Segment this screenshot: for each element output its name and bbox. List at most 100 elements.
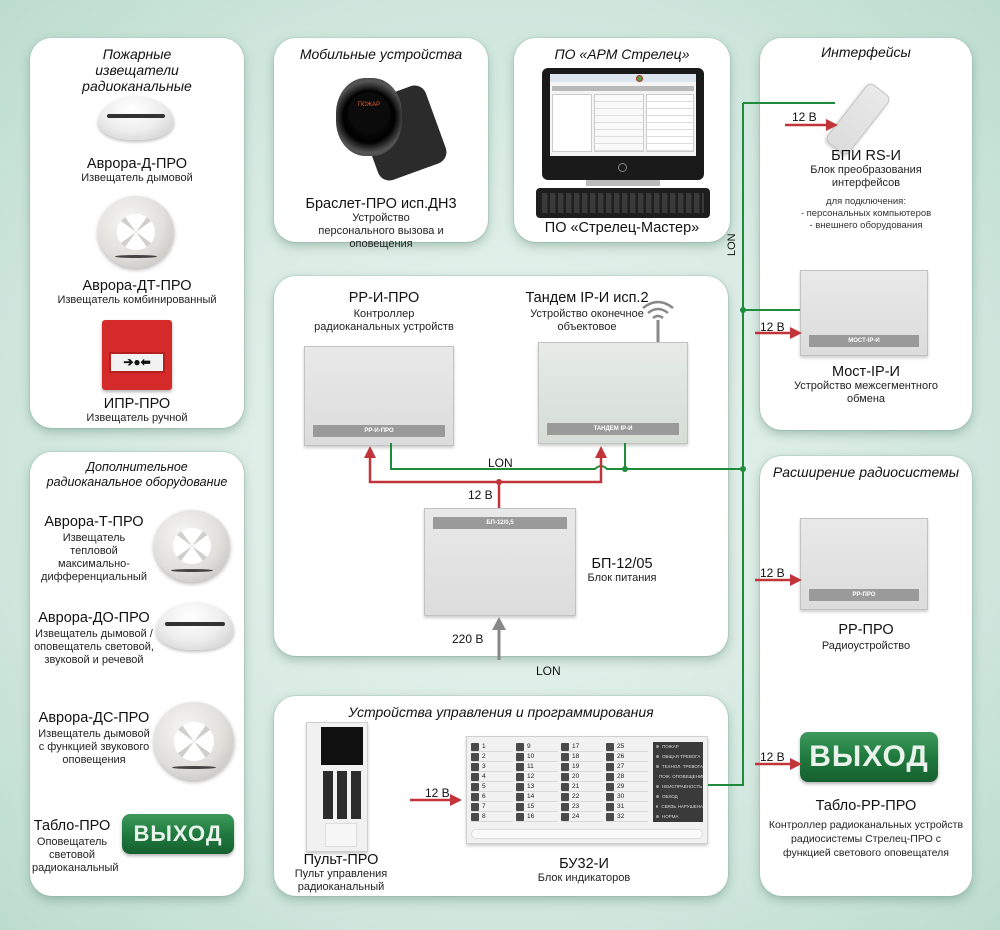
- device-name: Браслет-ПРО исп.ДН3: [305, 196, 457, 212]
- note-item: - персональных компьютеров: [800, 208, 932, 219]
- indicator-channel: 22: [561, 792, 603, 802]
- indicator-channel: 3: [471, 762, 513, 772]
- led-icon: [516, 772, 524, 781]
- indicator-channel: 5: [471, 782, 513, 792]
- led-icon: [471, 792, 479, 801]
- device-name: Мост-IP-И: [832, 364, 900, 380]
- tandem-ip-device-image: ТАНДЕМ IP-И: [538, 342, 688, 444]
- channel-number: 11: [527, 762, 534, 770]
- device-desc: Контроллер радиоканальных устройств: [314, 308, 454, 333]
- indicator-channel: 11: [516, 762, 558, 772]
- led-icon: [471, 782, 479, 791]
- voltage-label: 220 В: [452, 632, 484, 646]
- panel-title: Пожарные извещатели радиоканальные: [82, 46, 192, 94]
- panel-fire-detectors: Пожарные извещатели радиоканальные Аврор…: [30, 38, 244, 428]
- device-desc: Извещатель дымовой с функцией звукового …: [38, 728, 150, 766]
- channel-number: 24: [572, 812, 580, 820]
- device-name: БПИ RS-И: [831, 148, 901, 164]
- smoke-siren-detector-image: [154, 702, 234, 780]
- device-name: Пульт-ПРО: [303, 852, 379, 868]
- indicator-channel: 13: [516, 782, 558, 792]
- led-icon: [471, 802, 479, 811]
- channel-number: 2: [482, 752, 486, 760]
- channel-number: 32: [617, 812, 625, 820]
- most-ip-device-image: МОСТ-IP-И: [800, 270, 928, 356]
- panel-title: ПО «АРМ Стрелец»: [554, 46, 690, 62]
- device-name: Аврора-Т-ПРО: [44, 514, 144, 530]
- indicator-block-base: [471, 829, 703, 839]
- indicator-channel: 20: [561, 772, 603, 782]
- indicator-channel: 24: [561, 812, 603, 822]
- indicator-channel: 28: [606, 772, 648, 782]
- led-icon: [606, 752, 614, 761]
- power-supply-device-image: БП-12/0,5: [424, 508, 576, 616]
- rr-i-pro-device-image: РР-И-ПРО: [304, 346, 454, 446]
- device-desc: Извещатель комбинированный: [57, 294, 217, 306]
- indicator-channel: 1: [471, 742, 513, 752]
- led-icon: [471, 772, 479, 781]
- device-name: Аврора-ДО-ПРО: [38, 610, 150, 626]
- voltage-label: 12 В: [425, 786, 450, 800]
- note-item: - внешнего оборудования: [809, 220, 923, 231]
- channel-number: 21: [572, 782, 580, 790]
- indicator-channel: 23: [561, 802, 603, 812]
- status-indicator: НЕИСПРАВНОСТЬ: [653, 782, 703, 792]
- status-indicator: ОБЩАЯ ТРЕВОГА: [653, 752, 703, 762]
- led-icon: [561, 762, 569, 771]
- device-desc: Устройство межсегментного обмена: [793, 380, 939, 405]
- channel-number: 13: [527, 782, 535, 790]
- arrows-icon: ➔●⬅: [109, 351, 165, 373]
- exit-sign-text: ВЫХОД: [133, 821, 223, 846]
- panel-title: Расширение радиосистемы: [772, 464, 960, 480]
- device-name: БП-12/05: [591, 556, 653, 572]
- software-name: ПО «Стрелец-Мастер»: [544, 220, 700, 236]
- led-icon: [471, 762, 479, 771]
- channel-number: 3: [482, 762, 486, 770]
- led-icon: [516, 812, 524, 821]
- keyboard-image: [536, 188, 710, 218]
- device-desc: Извещатель дымовой /оповещатель световой…: [34, 628, 154, 666]
- software-screen: [550, 74, 696, 156]
- indicator-channel: 29: [606, 782, 648, 792]
- device-desc: Блок индикаторов: [537, 872, 631, 884]
- led-icon: [561, 792, 569, 801]
- panel-title: Интерфейсы: [821, 44, 911, 60]
- device-desc: Извещатель дымовой: [81, 172, 193, 184]
- channel-number: 14: [527, 792, 535, 800]
- led-icon: [471, 812, 479, 821]
- led-icon: [561, 752, 569, 761]
- exit-sign-text: ВЫХОД: [809, 740, 929, 773]
- channel-number: 8: [482, 812, 486, 820]
- indicator-channel: 18: [561, 752, 603, 762]
- lon-label: LON: [488, 456, 513, 470]
- status-indicator: НОРМА: [653, 812, 703, 822]
- monitor-image: [542, 68, 704, 180]
- channel-number: 7: [482, 802, 486, 810]
- channel-number: 12: [527, 772, 535, 780]
- keypad-device-image: [306, 722, 368, 852]
- panel-radio-expansion: Расширение радиосистемы РР-ПРО РР-ПРО Ра…: [760, 456, 972, 896]
- device-desc: Извещатель ручной: [86, 412, 188, 424]
- panel-additional-equipment: Дополнительное радиоканальное оборудован…: [30, 452, 244, 896]
- led-icon: [561, 742, 569, 751]
- channel-number: 30: [617, 792, 625, 800]
- led-icon: [561, 772, 569, 781]
- panel-title: Устройства управления и программирования: [348, 704, 654, 720]
- manual-call-point-image: ➔●⬅: [102, 320, 172, 390]
- channel-number: 22: [572, 792, 580, 800]
- indicator-channel: 6: [471, 792, 513, 802]
- led-icon: [561, 802, 569, 811]
- led-icon: [516, 782, 524, 791]
- channel-number: 15: [527, 802, 535, 810]
- device-desc: Извещатель тепловой максимально-дифферен…: [41, 532, 147, 583]
- device-desc: Оповещатель световой радиоканальный: [32, 836, 119, 874]
- indicator-channel: 10: [516, 752, 558, 762]
- heat-detector-image: [154, 510, 230, 582]
- indicator-channel: 4: [471, 772, 513, 782]
- channel-number: 10: [527, 752, 535, 760]
- watch-image: ПОЖАР: [336, 78, 402, 156]
- device-name: Аврора-Д-ПРО: [86, 156, 188, 172]
- led-icon: [516, 742, 524, 751]
